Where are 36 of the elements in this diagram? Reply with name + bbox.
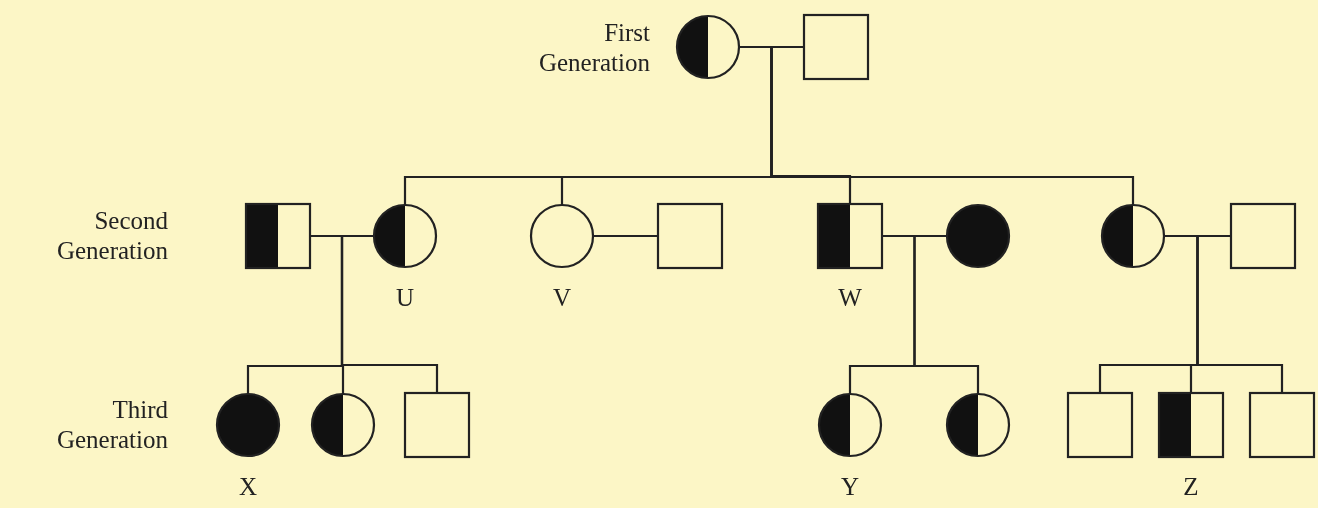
square-symbol	[1230, 203, 1296, 269]
square-symbol	[817, 203, 883, 269]
person-letter: U	[394, 284, 416, 312]
square-symbol	[245, 203, 311, 269]
generation-label: Third Generation	[55, 395, 168, 455]
descent-line	[340, 236, 439, 393]
descent-line	[1196, 236, 1284, 393]
circle-symbol	[529, 203, 595, 269]
generation-label: First Generation	[537, 18, 650, 78]
square-symbol	[404, 392, 470, 458]
person-letter: X	[237, 473, 259, 501]
descent-line	[770, 47, 1135, 205]
square-symbol	[1067, 392, 1133, 458]
circle-symbol	[817, 392, 883, 458]
circle-symbol	[310, 392, 376, 458]
couple-line	[882, 234, 947, 238]
square-symbol	[803, 14, 869, 80]
person-letter: W	[837, 284, 863, 312]
square-symbol	[1158, 392, 1224, 458]
circle-symbol	[215, 392, 281, 458]
circle-symbol	[945, 392, 1011, 458]
descent-line	[913, 236, 980, 394]
square-symbol	[657, 203, 723, 269]
circle-symbol	[372, 203, 438, 269]
square-symbol	[1249, 392, 1315, 458]
couple-line	[739, 45, 804, 49]
circle-symbol	[675, 14, 741, 80]
couple-line	[310, 234, 374, 238]
circle-symbol	[1100, 203, 1166, 269]
person-letter: Y	[839, 473, 861, 501]
generation-label: Second Generation	[55, 206, 168, 266]
couple-line	[593, 234, 658, 238]
person-letter: V	[551, 284, 573, 312]
person-letter: Z	[1182, 473, 1200, 501]
circle-symbol	[945, 203, 1011, 269]
couple-line	[1164, 234, 1231, 238]
